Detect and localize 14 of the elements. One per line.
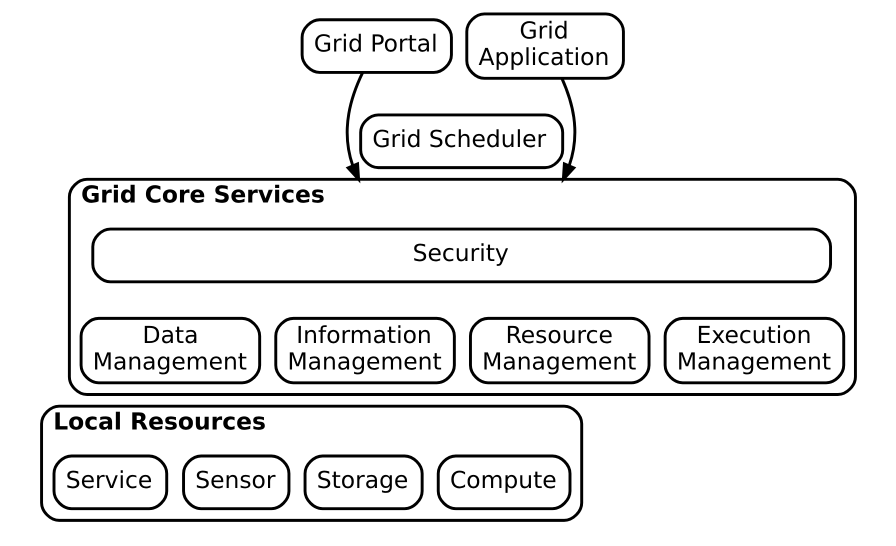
node-box: Service	[52, 454, 168, 510]
node-box: Information Management	[274, 316, 456, 384]
arrow	[345, 72, 364, 184]
node-box: Grid Portal	[300, 18, 452, 74]
node-box: Storage	[303, 454, 424, 510]
node-box: Execution Management	[663, 316, 845, 384]
node-box: Grid Scheduler	[358, 113, 564, 170]
node-box: Sensor	[182, 454, 290, 510]
node-box: Grid Application	[464, 12, 624, 80]
node-box: Data Management	[79, 316, 261, 384]
arrow	[560, 78, 576, 184]
node-box: Compute	[436, 454, 571, 510]
node-box: Security	[90, 228, 832, 284]
node-box: Resource Management	[468, 316, 650, 384]
